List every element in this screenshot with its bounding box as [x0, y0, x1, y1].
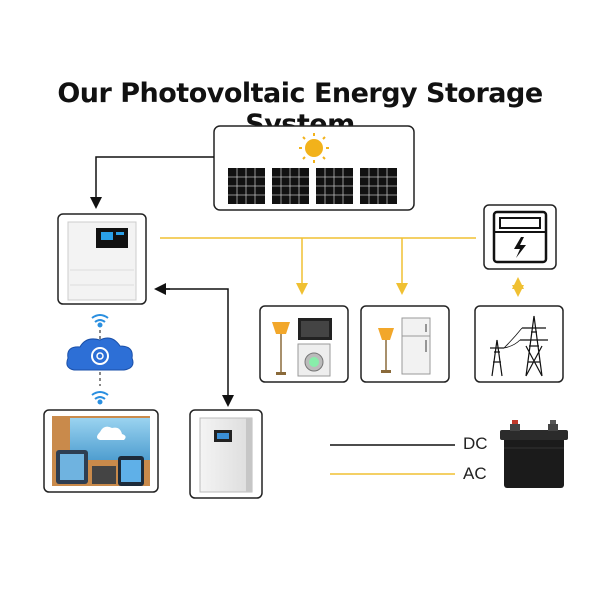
- power-grid-tower-icon: [490, 315, 548, 377]
- sun-icon: [299, 133, 329, 163]
- wall-battery-box: [189, 409, 263, 499]
- appliances-box-a: [259, 305, 349, 383]
- page-title: Our Photovoltaic Energy Storage System: [57, 78, 543, 140]
- inverter-box: [57, 213, 147, 305]
- cloud-icon: [66, 337, 134, 371]
- solar-panel-icon: [228, 167, 398, 205]
- meter-box: [483, 204, 557, 270]
- grid-box: [474, 305, 564, 383]
- inverter-icon: [67, 221, 137, 301]
- monitoring-devices-icon: [52, 416, 150, 486]
- wifi-icon: [91, 391, 109, 405]
- legend: [330, 444, 455, 475]
- wall-battery-icon: [199, 417, 253, 493]
- legend-dc-label: DC: [463, 434, 488, 453]
- home-appliances-icon: [272, 318, 332, 377]
- car-battery-icon: [500, 420, 568, 488]
- devices-box: [43, 409, 159, 493]
- solar-array-box: [213, 125, 415, 211]
- home-appliances-icon: [378, 317, 431, 375]
- legend-ac-label: AC: [463, 464, 487, 483]
- ac-bus: [160, 237, 476, 295]
- wifi-icon: [91, 314, 109, 328]
- appliances-box-b: [360, 305, 450, 383]
- electric-meter-icon: [492, 210, 548, 264]
